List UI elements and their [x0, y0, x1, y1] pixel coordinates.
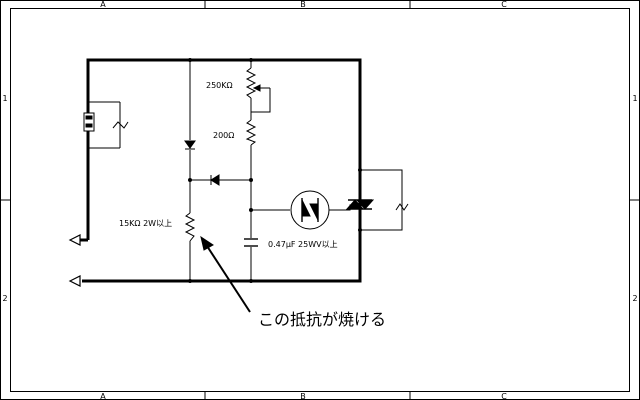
capacitor-label: 0.47μF 25WV以上	[268, 240, 338, 249]
capacitor-047uf	[244, 238, 258, 247]
potentiometer-250k-label: 250KΩ	[206, 81, 233, 90]
neon-diac	[251, 190, 357, 230]
col-label-c: C	[501, 0, 507, 9]
lamp-assembly-left	[83, 101, 129, 149]
resistor-200	[245, 119, 257, 146]
col-label-b: B	[300, 0, 306, 9]
resistor-200-label: 200Ω	[213, 131, 234, 140]
annotation-text: この抵抗が焼ける	[258, 310, 386, 329]
row-label-2: 2	[2, 294, 7, 303]
diode-horizontal	[190, 174, 251, 186]
terminal-arrow-bottom	[68, 275, 81, 287]
terminal-arrow-top	[68, 234, 88, 246]
col-label-a-bottom: A	[100, 392, 106, 400]
potentiometer-250k	[245, 67, 271, 113]
resistor-15k-label: 15KΩ 2W以上	[119, 219, 172, 228]
row-label-2-right: 2	[632, 294, 637, 303]
annotation-arrow	[200, 235, 251, 313]
col-label-a: A	[100, 0, 106, 9]
junctions	[188, 58, 362, 283]
triac	[345, 199, 375, 210]
diode-vertical	[184, 140, 196, 150]
row-label-1-right: 1	[632, 94, 637, 103]
col-label-c-bottom: C	[501, 392, 507, 400]
resistor-15k	[184, 212, 196, 242]
col-label-b-bottom: B	[300, 392, 306, 400]
lamp-assembly-right	[360, 169, 409, 231]
row-label-1: 1	[2, 94, 7, 103]
